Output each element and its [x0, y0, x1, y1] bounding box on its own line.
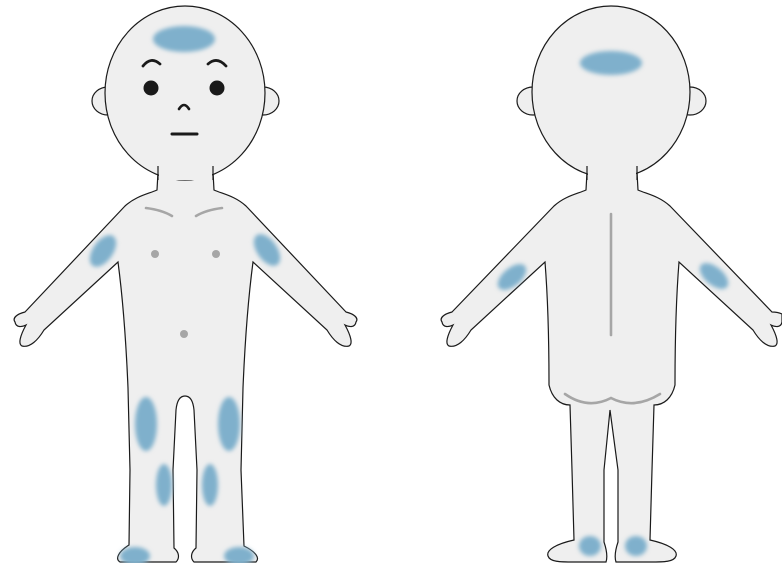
front-body-outline: [14, 172, 357, 562]
spot-forehead: [153, 26, 215, 52]
spot-right-heel: [625, 536, 647, 556]
front-right-nipple: [212, 250, 220, 258]
back-figure: [441, 6, 782, 562]
front-navel: [180, 330, 188, 338]
front-left-eye: [144, 81, 159, 96]
spot-right-shin: [202, 464, 218, 506]
spot-left-shin: [156, 464, 172, 506]
spot-right-thigh: [218, 397, 240, 451]
spot-back-of-head: [580, 51, 642, 75]
front-figure: [14, 6, 357, 563]
spot-left-heel: [579, 536, 601, 556]
front-right-eye: [210, 81, 225, 96]
back-head: [532, 6, 690, 178]
spot-left-thigh: [135, 397, 157, 451]
front-left-nipple: [151, 250, 159, 258]
